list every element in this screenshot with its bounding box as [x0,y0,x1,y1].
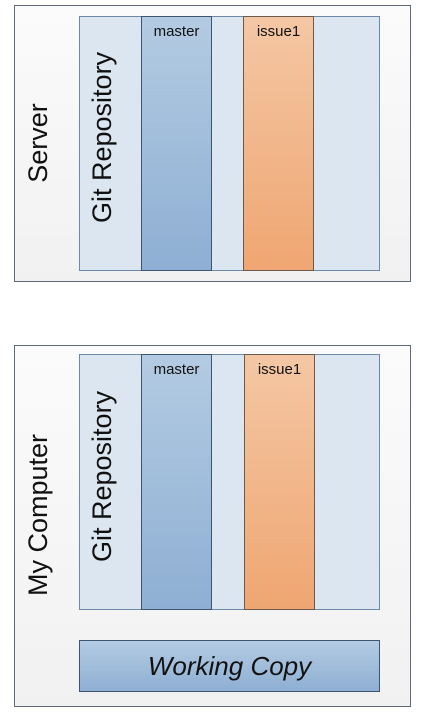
computer-repository-label: Git Repository [87,390,117,562]
computer-label: My Computer [23,433,53,596]
server-label: Server [23,103,53,183]
server-branch-issue1-label: issue1 [256,23,301,40]
computer-branch-issue1: issue1 [244,354,315,610]
computer-branch-master-label: master [153,361,200,378]
server-git-repository [79,16,380,271]
computer-git-repository [79,354,380,610]
working-copy: Working Copy [79,640,380,692]
computer-branch-master: master [141,354,212,610]
computer-branch-issue1-label: issue1 [257,361,302,378]
server-branch-master-label: master [153,23,200,40]
server-branch-issue1: issue1 [243,16,314,271]
server-repository-label: Git Repository [87,51,117,223]
server-branch-master: master [141,16,212,271]
